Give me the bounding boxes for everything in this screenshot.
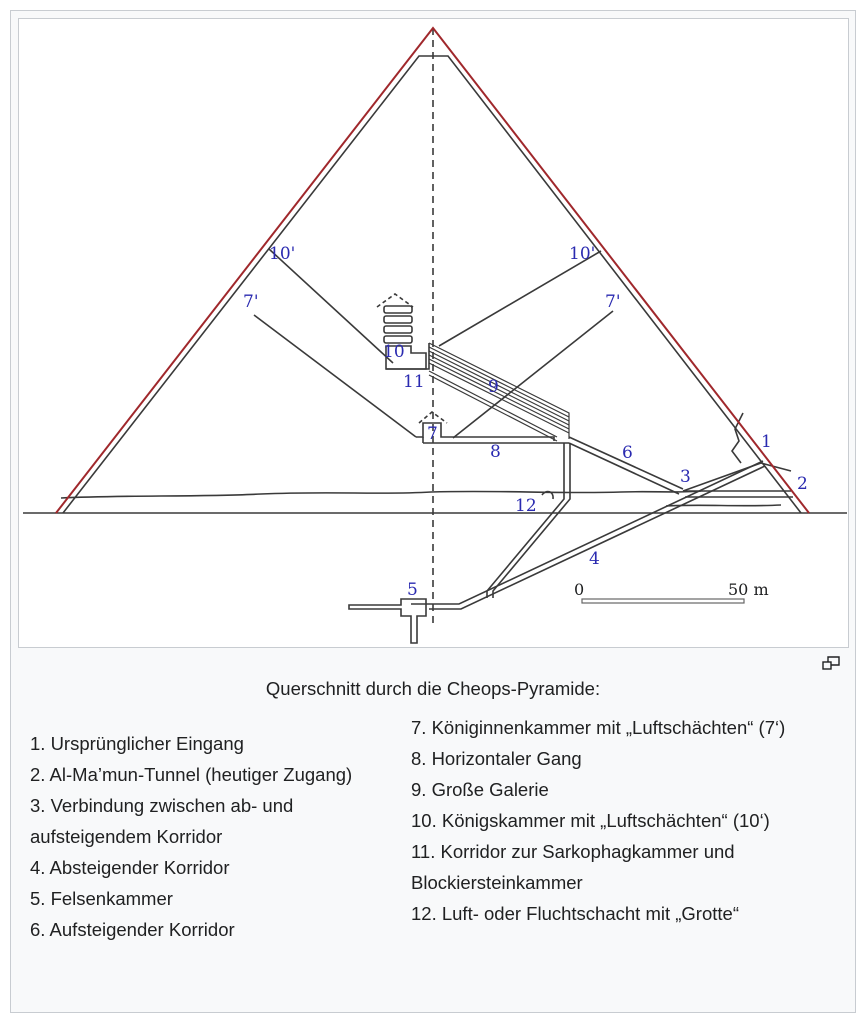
shaft-7-right (452, 310, 614, 439)
pyramid-cross-section-image[interactable]: 1 2 3 4 5 6 7 8 9 10 11 12 10' 10' 7' 7'… (18, 18, 849, 648)
expand-icon[interactable] (822, 656, 840, 670)
al-mamun-tunnel (685, 490, 793, 498)
shaft-10-left (268, 248, 394, 364)
legend-item: 7. Königinnenkammer mit „Luftschächten“ … (411, 717, 786, 738)
legend-item: 1. Ursprünglicher Eingang (30, 733, 244, 754)
legend-item: 3. Verbindung zwischen ab- und aufsteige… (30, 795, 294, 847)
well-shaft (486, 443, 571, 598)
label-10-prime-right: 10' (569, 244, 595, 264)
label-4: 4 (589, 549, 600, 569)
label-7: 7 (427, 424, 438, 444)
legend-item: 11. Korridor zur Sarkophagkammer und Blo… (411, 841, 735, 893)
label-10-prime-left: 10' (269, 244, 295, 264)
subterranean-chamber (348, 598, 427, 644)
shaft-10-right (438, 250, 602, 347)
legend-item: 12. Luft- oder Fluchtschacht mit „Grotte… (411, 903, 739, 924)
pyramid-casing-outline (55, 26, 810, 514)
pyramid-core-outline (62, 55, 802, 514)
legend-item: 5. Felsenkammer (30, 888, 173, 909)
ascending-corridor (568, 436, 684, 495)
label-1: 1 (761, 432, 772, 452)
label-10: 10 (383, 342, 405, 362)
label-5: 5 (407, 580, 418, 600)
label-7-prime-left: 7' (243, 292, 259, 312)
label-6: 6 (622, 443, 633, 463)
label-11: 11 (403, 372, 425, 392)
legend-left-column: 1. Ursprünglicher Eingang 2. Al-Ma’mun-T… (30, 728, 380, 945)
label-2: 2 (797, 474, 808, 494)
label-3: 3 (680, 467, 691, 487)
label-8: 8 (490, 442, 501, 462)
legend-right-column: 7. Königinnenkammer mit „Luftschächten“ … (411, 712, 841, 929)
descending-corridor (411, 460, 766, 610)
label-7-prime-right: 7' (605, 292, 621, 312)
kings-chamber (376, 293, 427, 370)
legend-item: 9. Große Galerie (411, 779, 549, 800)
label-9: 9 (488, 377, 499, 397)
scale-start-label: 0 (574, 580, 584, 599)
legend-item: 2. Al-Ma’mun-Tunnel (heutiger Zugang) (30, 764, 353, 785)
pyramid-diagram: 1 2 3 4 5 6 7 8 9 10 11 12 10' 10' 7' 7'… (23, 26, 847, 644)
legend-item: 10. Königskammer mit „Luftschächten“ (10… (411, 810, 770, 831)
legend-item: 8. Horizontaler Gang (411, 748, 582, 769)
legend-item: 6. Aufsteigender Korridor (30, 919, 235, 940)
caption-title: Querschnitt durch die Cheops-Pyramide: (265, 678, 601, 699)
scale-bar (581, 598, 745, 604)
scale-end-label: 50 m (728, 580, 769, 599)
grand-gallery (428, 342, 570, 442)
label-12: 12 (515, 496, 537, 516)
rock-line (60, 490, 702, 499)
legend-item: 4. Absteigender Korridor (30, 857, 230, 878)
shaft-7-left (253, 314, 417, 438)
